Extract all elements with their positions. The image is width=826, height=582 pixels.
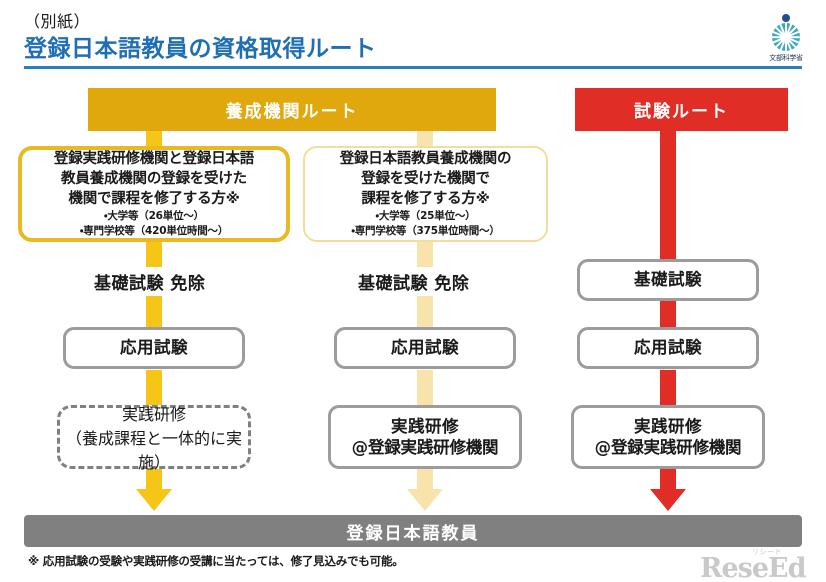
criteria-bullet: ・大学等（26単位～） — [104, 210, 204, 223]
banner-exam-route: 試験ルート — [575, 88, 788, 131]
watermark-text: ReseEd — [700, 553, 806, 582]
criteria-bullet: ・専門学校等（375単位時間～） — [351, 225, 500, 237]
criteria-line: 登録日本語教員養成機関の — [339, 151, 512, 168]
connector-col1-applied-to-practicum — [146, 370, 162, 405]
applied-exam-label: 応用試験 — [634, 338, 702, 358]
basic-exam-label: 基礎試験 — [634, 270, 702, 290]
applied-exam-box-col3: 応用試験 — [577, 327, 759, 369]
criteria-line: 機関で課程を修了する方※ — [68, 191, 240, 208]
document-subtitle: （別紙） — [24, 12, 91, 31]
practicum-box-col1: 実践研修 （養成課程と一体的に実施） — [57, 405, 251, 472]
connector-col3-basic-to-applied — [660, 300, 676, 328]
arrowhead-col2 — [407, 489, 443, 511]
connector-col2-applied-to-practicum — [417, 370, 433, 405]
criteria-box-col1: 登録実践研修機関と登録日本語 教員養成機関の登録を受けた 機関で課程を修了する方… — [18, 146, 290, 242]
practicum-box-col3: 実践研修 @登録実践研修機関 — [571, 405, 765, 469]
criteria-box-col2: 登録日本語教員養成機関の 登録を受けた機関で 課程を修了する方※ ・大学等（25… — [303, 146, 548, 242]
arrowhead-col1 — [136, 489, 172, 511]
outcome-bar: 登録日本語教員 — [24, 515, 802, 547]
reseed-watermark: ReseEd リシード — [700, 547, 820, 582]
practicum-box-col2: 実践研修 @登録実践研修機関 — [328, 405, 522, 469]
applied-exam-box-col2: 応用試験 — [334, 327, 516, 369]
page-title: 登録日本語教員の資格取得ルート — [24, 36, 377, 62]
logo-spokes-icon — [771, 23, 800, 51]
practicum-title: 実践研修 — [121, 405, 186, 424]
applied-exam-label: 応用試験 — [391, 338, 459, 358]
applied-exam-label: 応用試験 — [120, 338, 188, 358]
practicum-subtitle: @登録実践研修機関 — [594, 438, 742, 457]
practicum-subtitle: @登録実践研修機関 — [351, 438, 499, 457]
arrowhead-col3 — [650, 489, 686, 511]
basic-exam-box-col3: 基礎試験 — [577, 259, 759, 301]
connector-col3-applied-to-practicum — [660, 370, 676, 405]
practicum-title: 実践研修 — [634, 416, 702, 436]
criteria-line: 課程を修了する方※ — [361, 191, 490, 208]
criteria-bullet: ・大学等（25単位～） — [375, 210, 476, 223]
applied-exam-box-col1: 応用試験 — [63, 327, 245, 369]
criteria-bullet: ・専門学校等（420単位時間～） — [79, 225, 229, 237]
connector-col3-banner-to-basic — [660, 131, 676, 261]
connector-col3-practicum-to-outcome — [660, 468, 676, 490]
footnote-text: ※ 応用試験の受験や実践研修の受講に当たっては、修了見込みでも可能。 — [28, 554, 404, 568]
practicum-subtitle: （養成課程と一体的に実施） — [65, 429, 242, 472]
logo-dot-icon — [782, 14, 790, 22]
title-divider — [24, 66, 802, 69]
connector-col2-practicum-to-outcome — [417, 468, 433, 490]
criteria-line: 登録実践研修機関と登録日本語 — [53, 151, 255, 168]
logo-caption: 文部科学省 — [769, 54, 803, 62]
banner-training-route: 養成機関ルート — [88, 88, 496, 131]
exempt-label-col2: 基礎試験 免除 — [352, 267, 476, 296]
criteria-line: 教員養成機関の登録を受けた — [61, 171, 247, 188]
mext-logo: 文部科学省 — [762, 14, 810, 66]
watermark-ruby: リシード — [752, 548, 782, 556]
connector-col1-practicum-to-outcome — [146, 468, 162, 490]
exempt-label-col1: 基礎試験 免除 — [88, 267, 212, 296]
practicum-title: 実践研修 — [391, 416, 459, 436]
criteria-line: 登録を受けた機関で — [361, 171, 490, 188]
